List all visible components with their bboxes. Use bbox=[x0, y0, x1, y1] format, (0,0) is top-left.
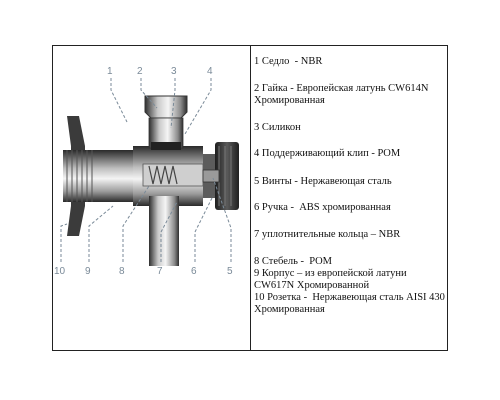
thread-inlet bbox=[63, 150, 133, 202]
callout-number-8: 8 bbox=[119, 266, 125, 277]
legend-item-3: 3 Силикон bbox=[254, 122, 301, 133]
valve-cross-section: 1 2 3 4 10 9 8 7 6 5 bbox=[54, 66, 239, 277]
legend-item-6: 6 Ручка - ABS хромированная bbox=[254, 202, 391, 213]
callout-number-3: 3 bbox=[171, 66, 177, 77]
outlet-pipe bbox=[149, 196, 179, 266]
seat-ring bbox=[151, 142, 181, 150]
handle-knob bbox=[215, 142, 239, 210]
legend-item-5: 5 Винты - Нержавеющая сталь bbox=[254, 176, 392, 187]
valve-diagram: 1 2 3 4 10 9 8 7 6 5 bbox=[53, 46, 249, 350]
callout-number-9: 9 bbox=[85, 266, 91, 277]
thread-lines bbox=[66, 150, 93, 202]
callout-number-5: 5 bbox=[227, 266, 233, 277]
legend-item-4: 4 Поддерживающий клип - POM bbox=[254, 148, 401, 159]
callout-number-10: 10 bbox=[54, 266, 66, 277]
top-nut bbox=[144, 95, 188, 119]
legend-item-2: 2 Гайка - Европейская латунь CW614N Хром… bbox=[254, 83, 432, 106]
legend-item-9: 9 Корпус – из европейской латуни CW617N … bbox=[254, 268, 410, 291]
bottom-callout-lines bbox=[60, 177, 232, 262]
legend-item-10: 10 Розетка - Нержавеющая сталь AISI 430 … bbox=[254, 292, 448, 315]
callout-number-4: 4 bbox=[207, 66, 213, 77]
callout-number-6: 6 bbox=[191, 266, 197, 277]
callout-number-1: 1 bbox=[107, 66, 113, 77]
top-callout-lines bbox=[110, 78, 212, 135]
legend-item-7: 7 уплотнительные кольца – NBR bbox=[254, 229, 401, 240]
screw bbox=[202, 169, 220, 183]
spring bbox=[148, 165, 178, 185]
callout-number-2: 2 bbox=[137, 66, 143, 77]
legend-item-1: 1 Седло - NBR bbox=[254, 56, 323, 67]
legend-item-8: 8 Стебель - POM bbox=[254, 256, 333, 267]
column-divider bbox=[250, 45, 251, 351]
callout-number-7: 7 bbox=[157, 266, 163, 277]
